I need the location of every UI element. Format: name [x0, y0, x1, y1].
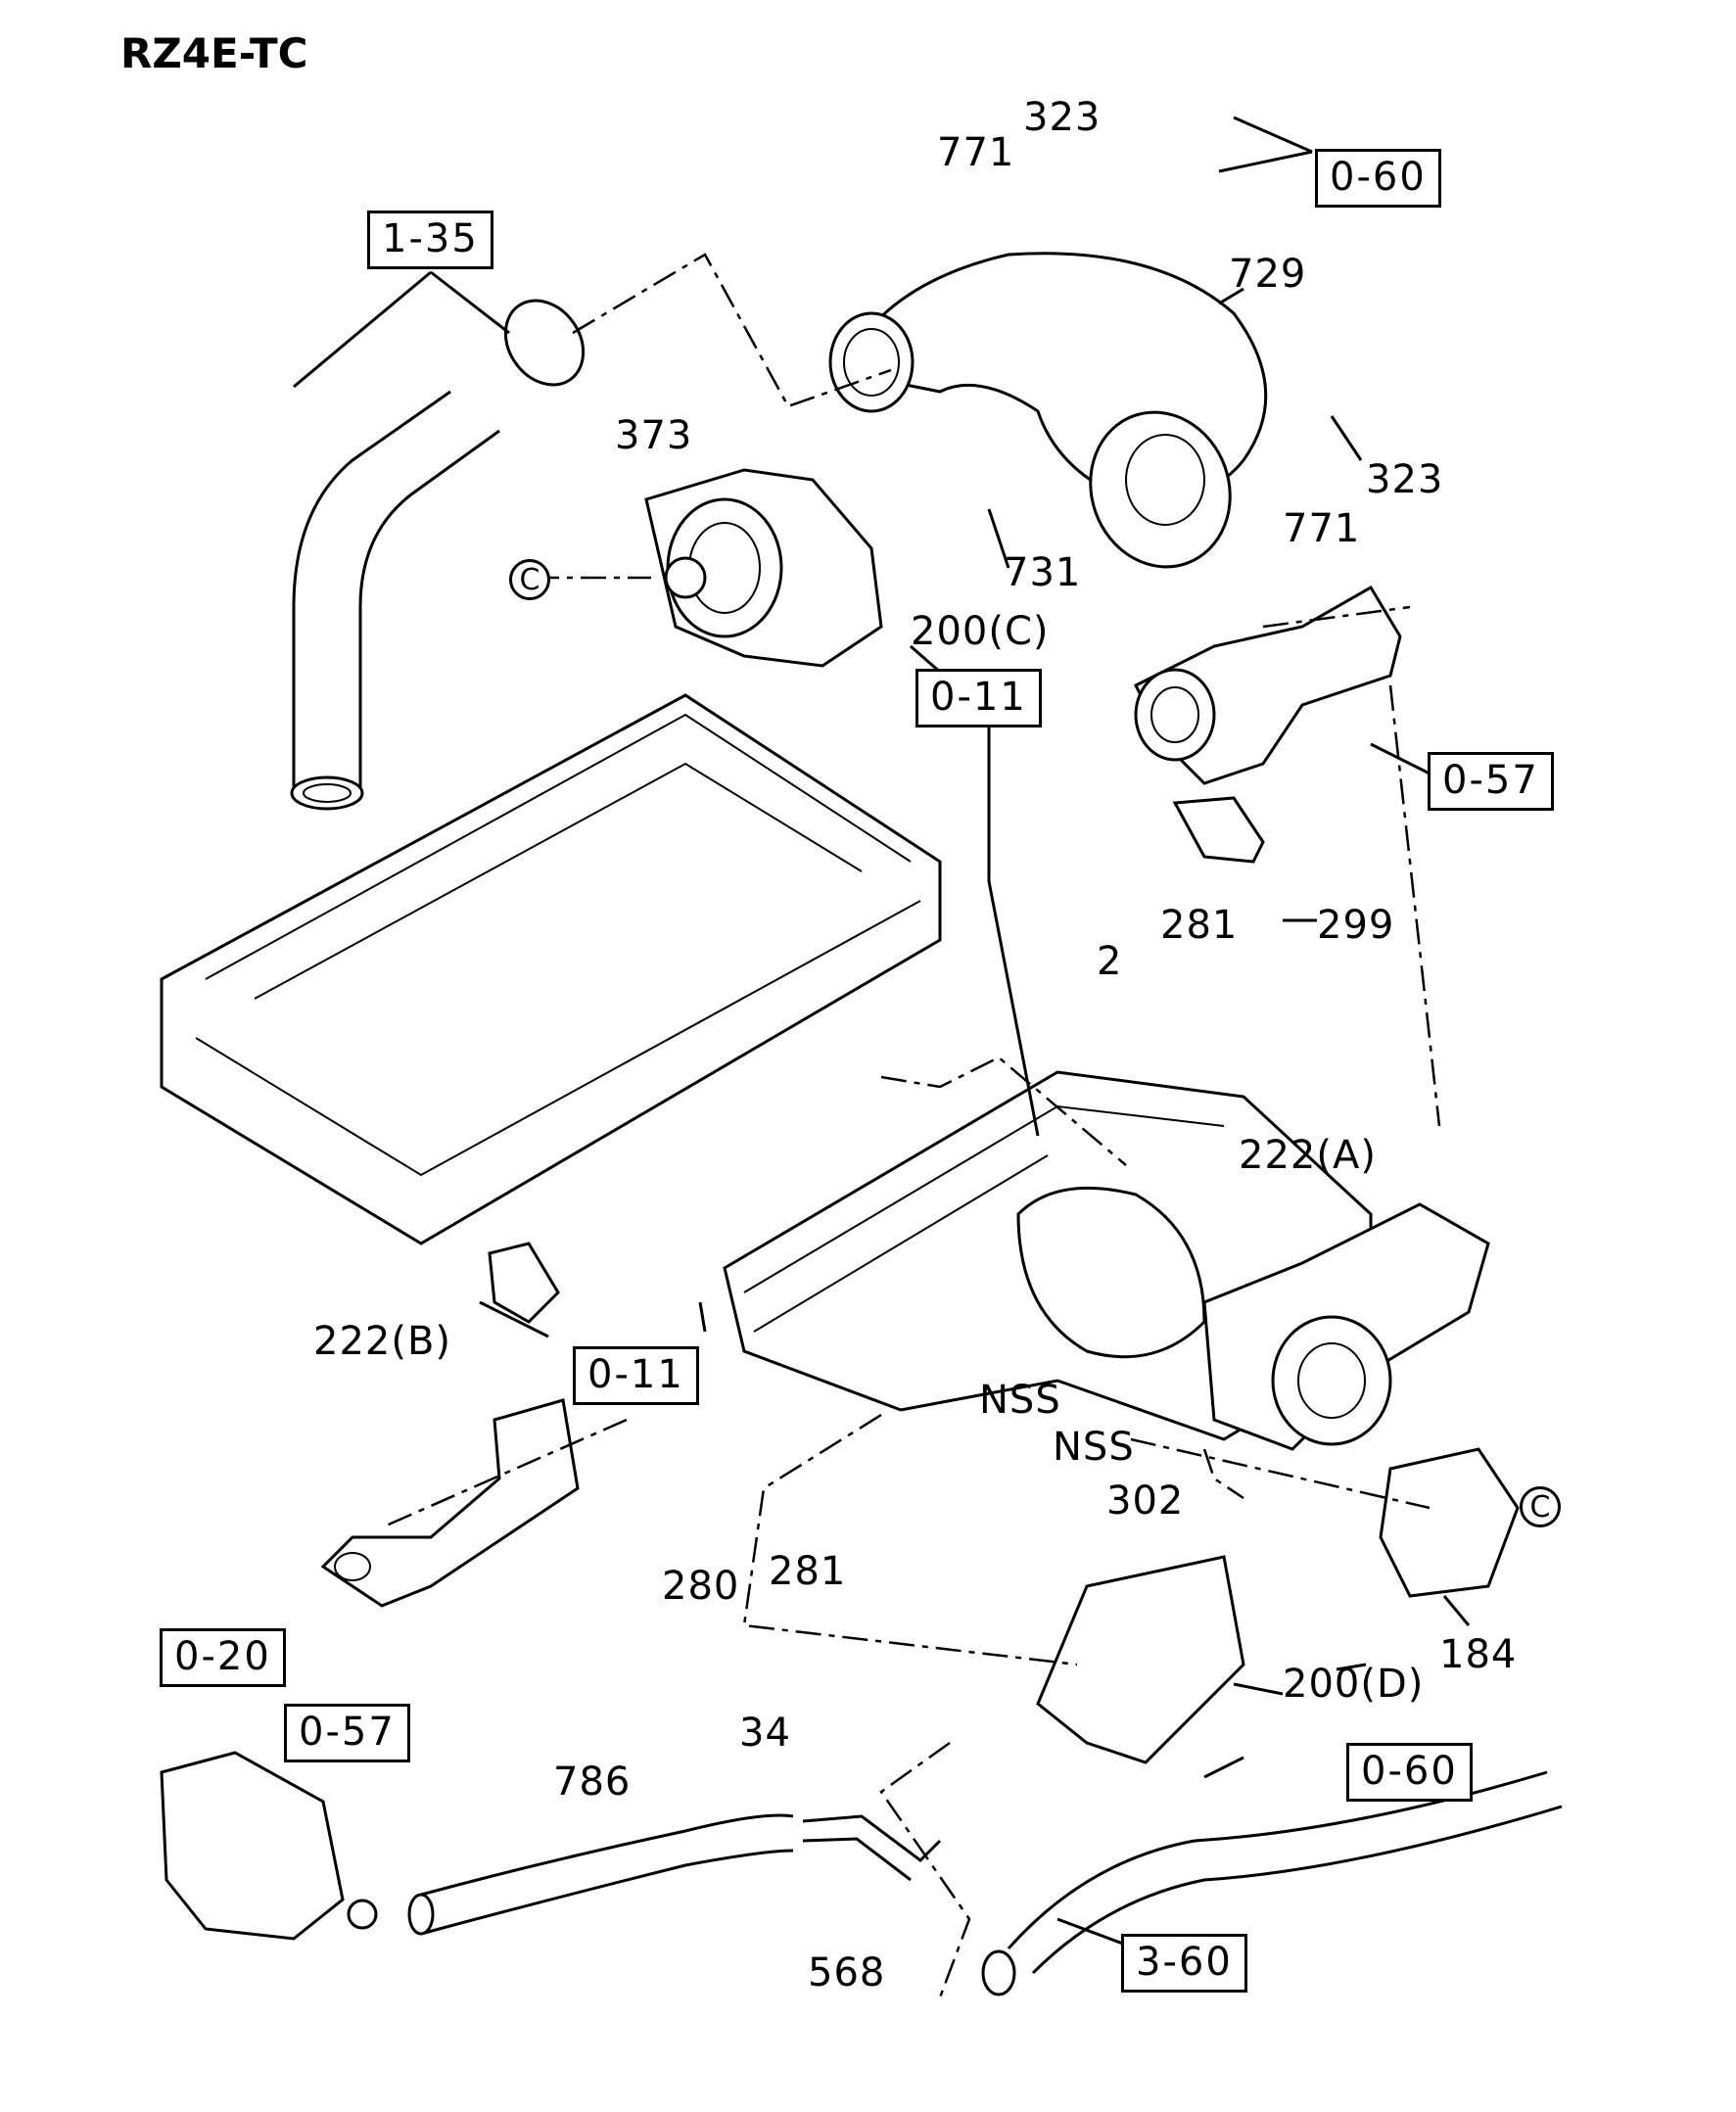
bracket-200d [1036, 1555, 1245, 1764]
ref-1-35[interactable]: 1-35 [367, 211, 493, 269]
label-299: 299 [1317, 903, 1395, 948]
vacuum-hose [420, 1813, 794, 1897]
model-title: RZ4E-TC [120, 29, 308, 77]
label-2: 2 [1097, 939, 1123, 984]
label-280: 280 [662, 1564, 740, 1609]
cylinder-head [160, 693, 942, 1245]
label-281-bottom: 281 [769, 1549, 847, 1594]
throttle-assembly [1202, 1202, 1490, 1451]
intake-hose [290, 299, 586, 811]
ref-0-20[interactable]: 0-20 [160, 1628, 286, 1687]
label-nss-2: NSS [1053, 1425, 1135, 1470]
gasket-184 [1379, 1447, 1520, 1598]
vacuum-pump [160, 1751, 378, 1941]
ref-0-60-top[interactable]: 0-60 [1315, 149, 1441, 208]
label-34: 34 [739, 1711, 791, 1756]
label-771-top: 771 [937, 130, 1015, 175]
ref-0-60-bottom[interactable]: 0-60 [1346, 1743, 1473, 1802]
label-729: 729 [1229, 252, 1307, 297]
connector-c-lower: C [1520, 1486, 1561, 1527]
ref-0-57-left[interactable]: 0-57 [284, 1704, 410, 1762]
egr-valve [1133, 585, 1402, 864]
intake-duct [828, 252, 1268, 569]
connector-c-upper: C [509, 559, 550, 600]
label-281-top: 281 [1160, 903, 1239, 948]
leader-lines [293, 116, 1471, 1950]
label-568: 568 [808, 1950, 886, 1995]
phantom-lines [381, 253, 1441, 1998]
throttle-body [644, 468, 883, 668]
gasket-222b [488, 1242, 560, 1324]
label-302: 302 [1106, 1478, 1185, 1524]
label-184: 184 [1439, 1632, 1518, 1677]
label-nss-1: NSS [979, 1378, 1061, 1423]
label-222b: 222(B) [313, 1319, 451, 1364]
label-200c: 200(C) [911, 609, 1050, 654]
ref-3-60[interactable]: 3-60 [1121, 1934, 1247, 1993]
ref-0-11-top[interactable]: 0-11 [915, 669, 1042, 727]
label-786: 786 [553, 1760, 632, 1805]
gasket-222a [1016, 1186, 1206, 1359]
label-323-top: 323 [1023, 95, 1102, 140]
label-323-right: 323 [1366, 457, 1444, 502]
egr-pipe [320, 1398, 580, 1608]
ref-0-11-bottom[interactable]: 0-11 [573, 1346, 699, 1405]
label-200d: 200(D) [1283, 1662, 1425, 1707]
ref-0-57-right[interactable]: 0-57 [1428, 752, 1554, 811]
label-222a: 222(A) [1239, 1133, 1377, 1178]
vacuum-pipe [802, 1814, 942, 1862]
label-731: 731 [1004, 550, 1082, 595]
label-771-right: 771 [1283, 506, 1361, 551]
label-373: 373 [615, 413, 693, 458]
